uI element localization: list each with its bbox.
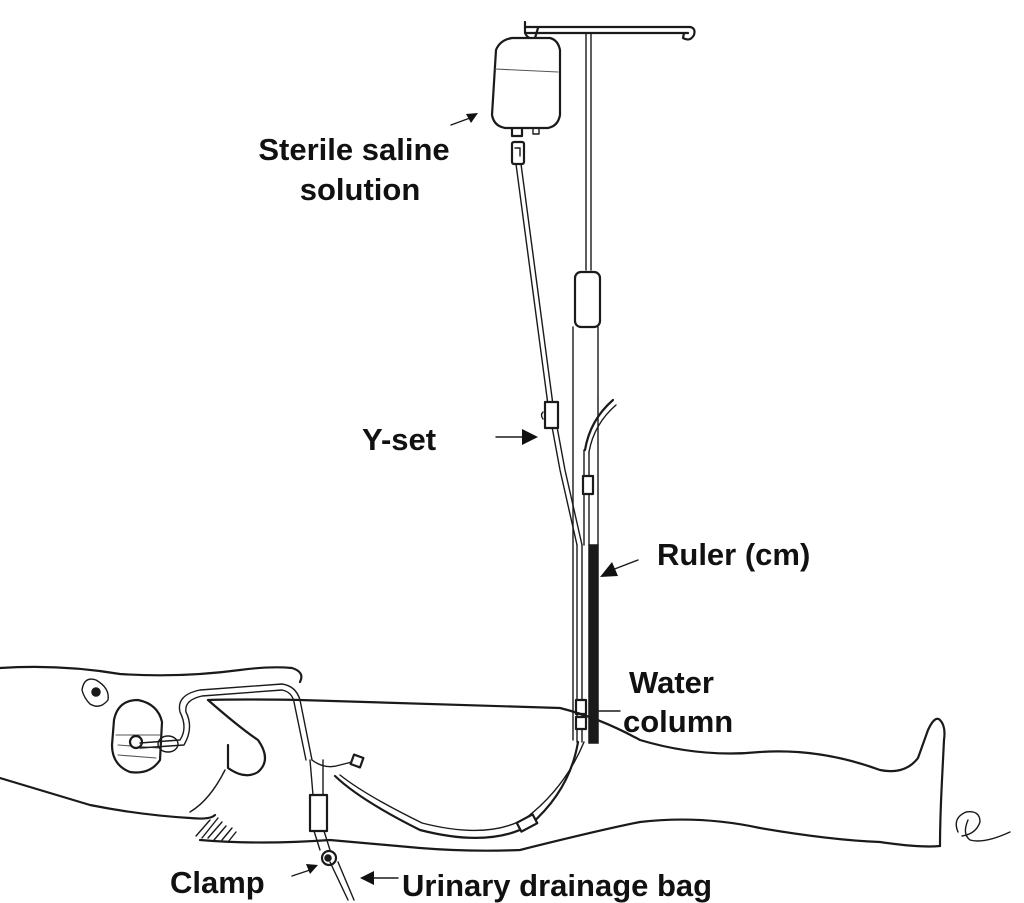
- arrow-clamp: [291, 869, 311, 877]
- saline-bag: [490, 36, 562, 166]
- arrow-head-icon: [306, 864, 318, 874]
- arrow-head-icon: [600, 562, 618, 577]
- arrow-saline: [450, 117, 471, 126]
- label-clamp-text: Clamp: [170, 865, 265, 900]
- label-yset-text: Y-set: [362, 422, 436, 457]
- label-yset: Y-set: [362, 422, 538, 457]
- arrow-head-icon: [522, 429, 538, 445]
- label-drainage-bag: Urinary drainage bag: [360, 868, 712, 903]
- foley-catheter: [139, 683, 365, 851]
- label-drainage-text: Urinary drainage bag: [402, 868, 712, 903]
- yset-clamp: [543, 400, 560, 430]
- iv-pole: [523, 20, 696, 741]
- label-water-column: Water column: [588, 665, 733, 739]
- arrow-head-icon: [466, 113, 478, 123]
- label-ruler-text: Ruler (cm): [657, 537, 810, 572]
- manometer-branch: [581, 398, 617, 546]
- label-saline-line2: solution: [300, 172, 421, 207]
- label-water-line1: Water: [629, 665, 714, 700]
- arrow-head-icon: [360, 871, 374, 885]
- label-water-line2: column: [623, 704, 733, 739]
- pressure-tubing: [333, 740, 585, 839]
- saline-tubing: [515, 163, 583, 546]
- arrow-ruler: [611, 559, 639, 571]
- label-saline-line1: Sterile saline: [258, 132, 449, 167]
- label-ruler: Ruler (cm): [600, 537, 810, 577]
- pole-clamp: [573, 270, 602, 329]
- ruler: [576, 399, 599, 744]
- catheter-connector: [308, 793, 329, 833]
- clamp: [320, 849, 338, 867]
- ruler-bar: [588, 544, 599, 744]
- label-clamp: Clamp: [170, 864, 318, 900]
- bladder: [110, 698, 164, 774]
- label-sterile-saline: Sterile saline solution: [258, 113, 478, 207]
- patient: [0, 665, 1011, 852]
- drainage-tube: [329, 861, 355, 901]
